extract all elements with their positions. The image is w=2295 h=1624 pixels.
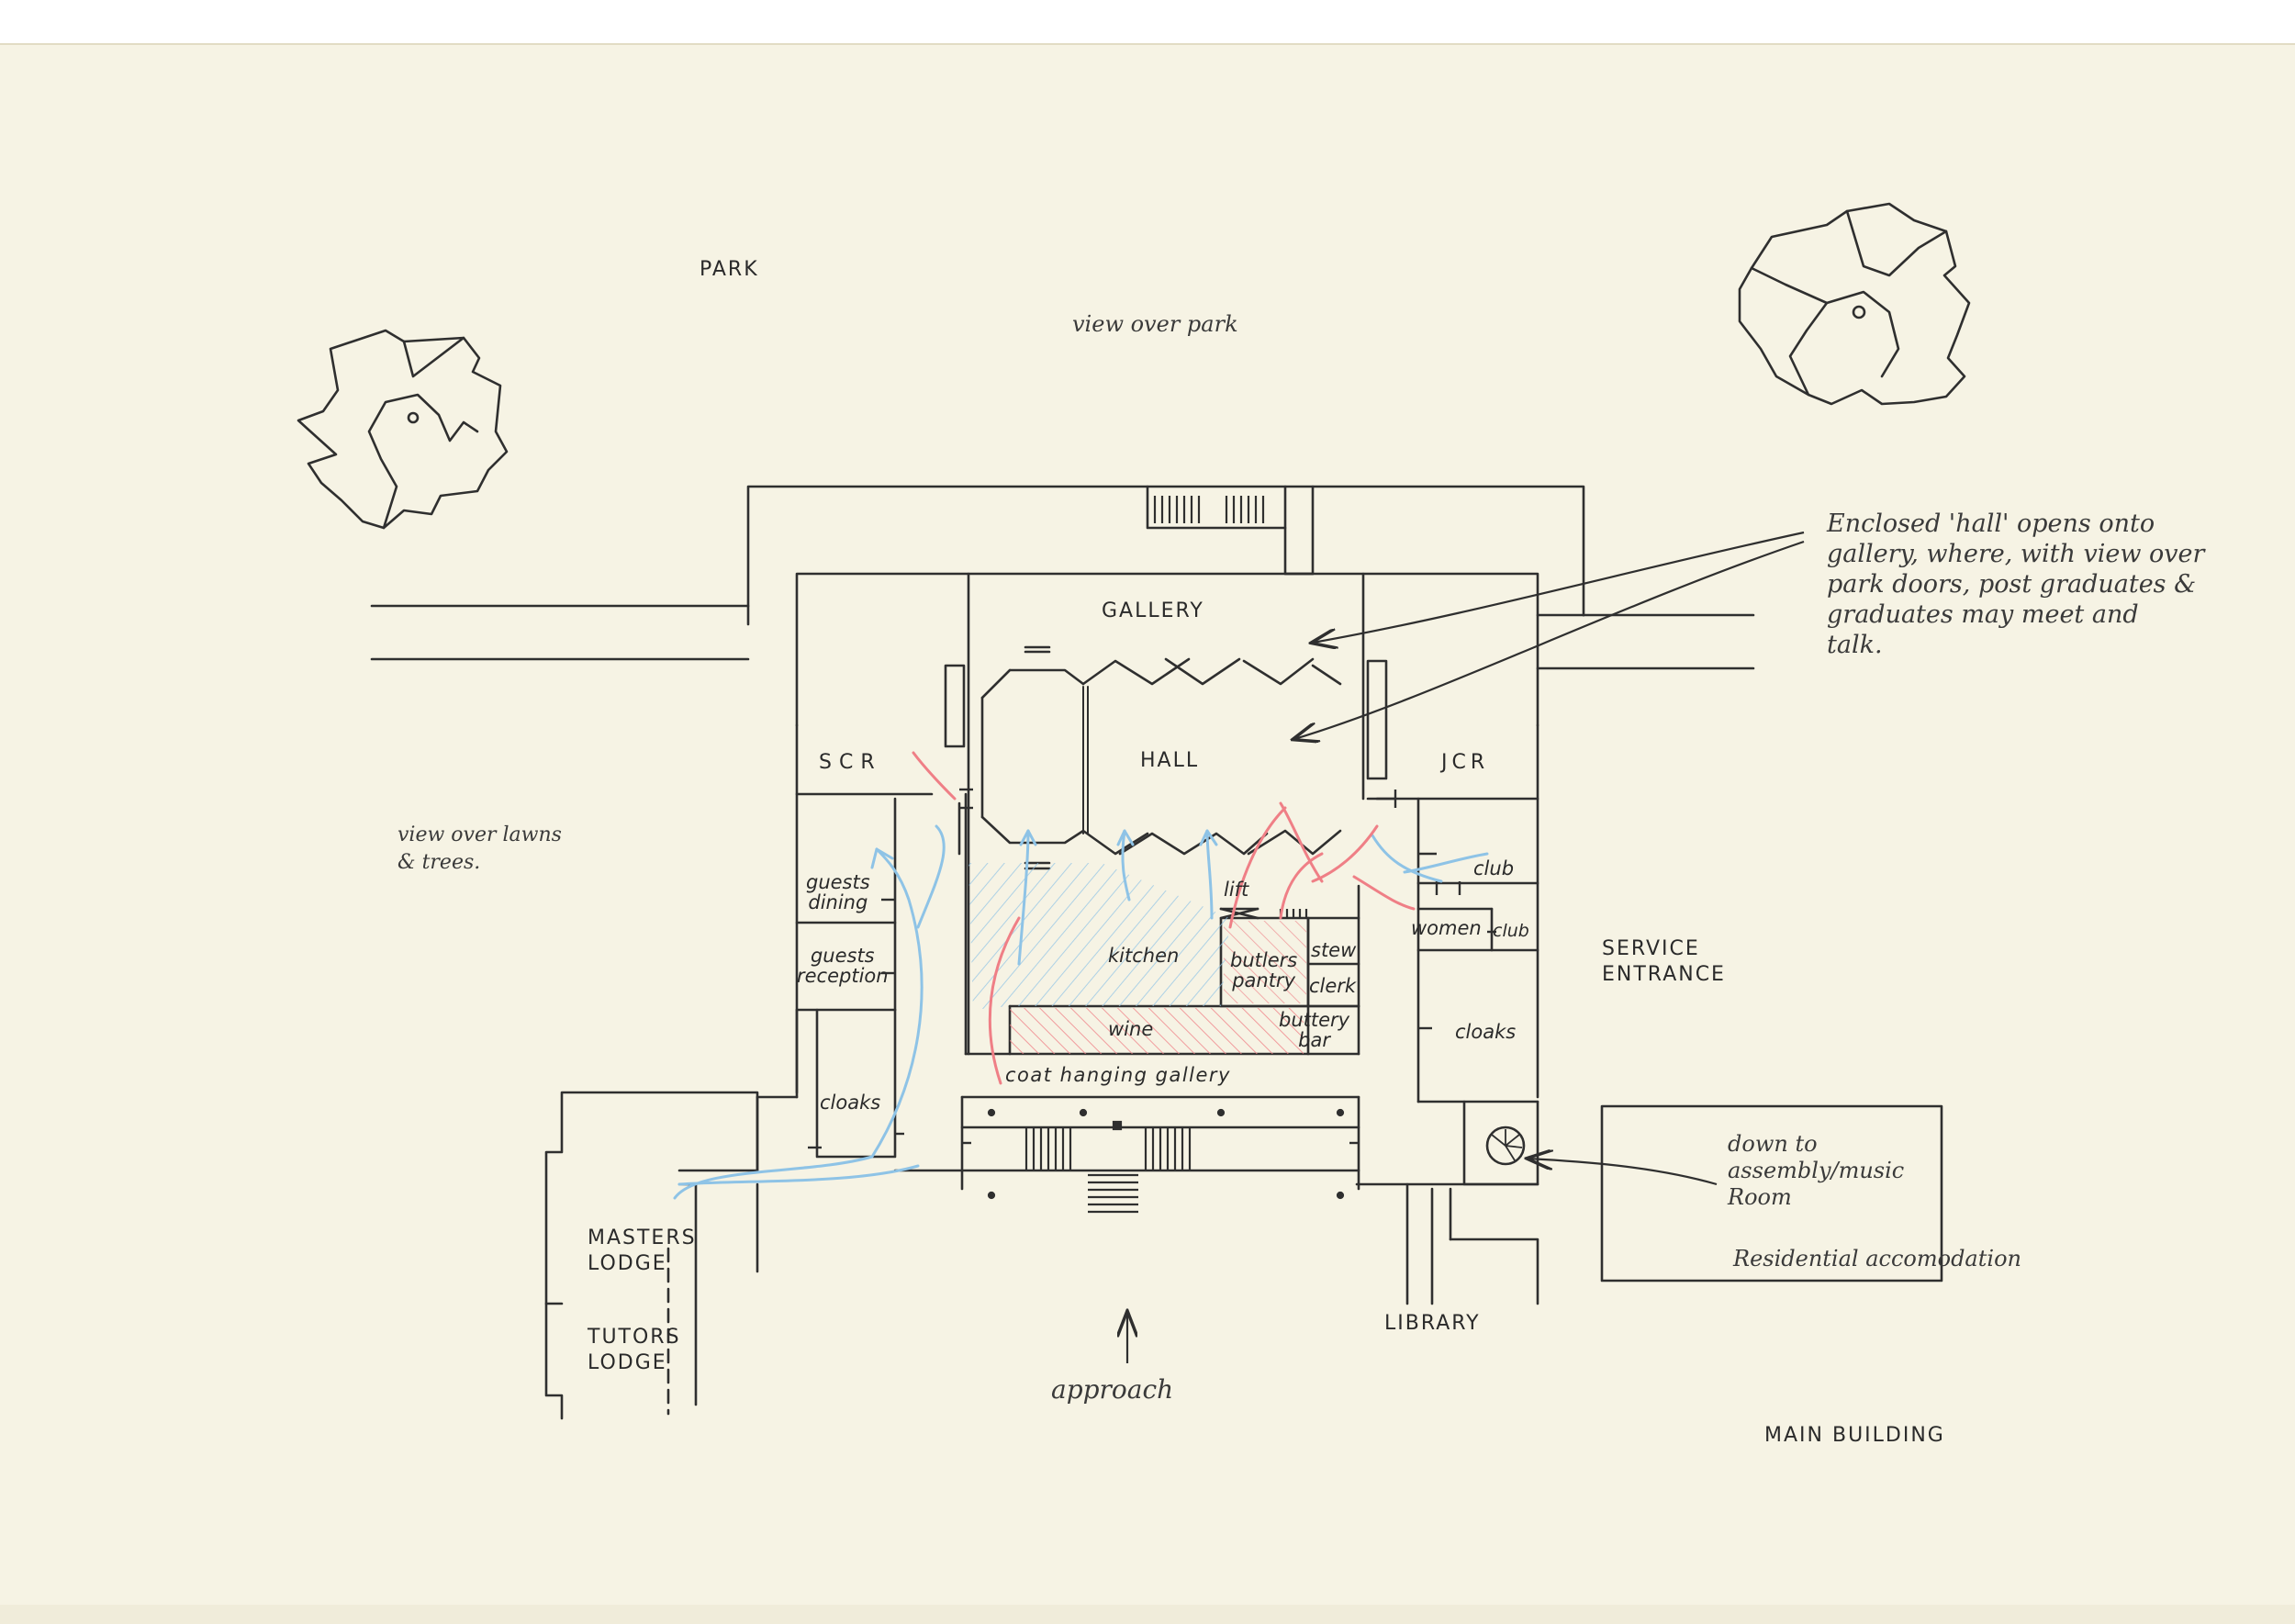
view-over-park-note: view over park [1072,311,1238,337]
service-entrance-line-2: ENTRANCE [1602,962,1726,986]
residential-accommodation-note: Residential accomodation [1733,1246,2021,1271]
lift-gate [1279,909,1308,918]
entrance-stair [1024,1127,1192,1170]
spiral-stair [1485,1126,1526,1166]
masters-lodge-line-2: LODGE [588,1251,667,1275]
enclosed-hall-note: Enclosed 'hall' opens onto gallery, wher… [1827,510,2204,661]
club-small-label: club [1493,921,1529,941]
tree-left [297,329,509,530]
blue-circulation-arrows [673,824,1489,1200]
lift-label: lift [1224,879,1249,901]
hall-label: HALL [1140,749,1200,772]
north-stair [1153,496,1265,523]
butlers-pantry-line-1: butlers [1230,949,1298,971]
wine-hatch-red [1010,1008,1304,1054]
jcr-label: JCR [1441,751,1490,774]
residential-block [1600,1104,1943,1282]
main-building-outer-wall [795,572,1539,727]
enclosed-hall-line-5: talk. [1827,630,1883,659]
tutors-lodge-line-1: TUTORS [588,1326,681,1349]
cloaks-left-room [815,1008,897,1159]
down-to-line-3: Room [1728,1183,1792,1210]
red-circulation-arrows [912,751,1416,1085]
view-over-lawns-note: view over lawns & trees. [397,822,562,876]
buttery-bar-line-2: bar [1298,1029,1330,1052]
enclosed-hall-line-2: gallery, where, with view over [1827,539,2205,568]
north-porch [1146,485,1287,530]
cloaks-left-label: cloaks [820,1092,881,1114]
down-to-assembly-note: down to assembly/music Room [1728,1131,1904,1210]
stew-label: stew [1311,939,1357,961]
kitchen-label: kitchen [1108,945,1180,967]
tutors-lodge-label: TUTORS LODGE [588,1325,681,1375]
cloaks-right-label: cloaks [1455,1021,1517,1043]
guests-reception-line-1: guests [810,945,875,967]
butlers-pantry-line-2: pantry [1232,969,1295,992]
guests-reception-line-2: reception [797,965,889,988]
kitchen-hatch-blue [968,863,1230,1010]
tree-right [1738,202,1971,406]
library-label: LIBRARY [1384,1312,1481,1335]
enclosed-hall-line-3: park doors, post graduates & [1827,569,2197,599]
annotation-arrows [1127,531,1805,1363]
site-boundary-north [746,485,1585,626]
guests-reception-label: guests reception [797,946,889,986]
guests-dining-label: guests dining [806,872,870,913]
tutors-lodge-line-2: LODGE [588,1350,667,1374]
gallery-label: GALLERY [1102,599,1204,622]
masters-lodge-outline [544,1091,759,1420]
down-to-line-1: down to [1728,1131,1818,1157]
hall-window-west [944,664,966,748]
buttery-bar-line-1: buttery [1279,1009,1350,1031]
women-label: women [1411,917,1482,939]
buttery-bar-label: buttery bar [1279,1010,1349,1050]
view-over-lawns-line-1: view over lawns [397,823,562,846]
enclosed-hall-line-4: graduates may meet and [1827,599,2139,629]
service-entrance-label: SERVICE ENTRANCE [1602,936,1726,987]
guests-dining-line-1: guests [806,871,870,893]
view-over-lawns-line-2: & trees. [397,850,481,874]
main-building-label: MAIN BUILDING [1764,1424,1945,1447]
hall-window-east [1366,659,1388,780]
enclosed-hall-line-1: Enclosed 'hall' opens onto [1827,510,2155,538]
stair-treads [987,496,1523,1214]
approach-note: approach [1051,1374,1174,1405]
masters-lodge-label: MASTERS LODGE [588,1226,697,1276]
wine-label: wine [1108,1018,1154,1040]
coat-hanging-gallery-label: coat hanging gallery [1005,1064,1231,1086]
club-label: club [1473,857,1515,879]
scr-label: SCR [819,751,882,774]
service-entrance-line-1: SERVICE [1602,937,1700,960]
masters-lodge-line-1: MASTERS [588,1226,697,1249]
door-marks [808,788,1496,1149]
clerk-label: clerk [1309,975,1357,997]
down-to-line-2: assembly/music [1728,1157,1905,1183]
front-steps [1088,1173,1138,1214]
guests-dining-line-2: dining [808,891,868,914]
park-label: PARK [700,258,759,281]
butlers-pantry-label: butlers pantry [1230,950,1297,991]
paper-top-margin [0,0,2295,44]
